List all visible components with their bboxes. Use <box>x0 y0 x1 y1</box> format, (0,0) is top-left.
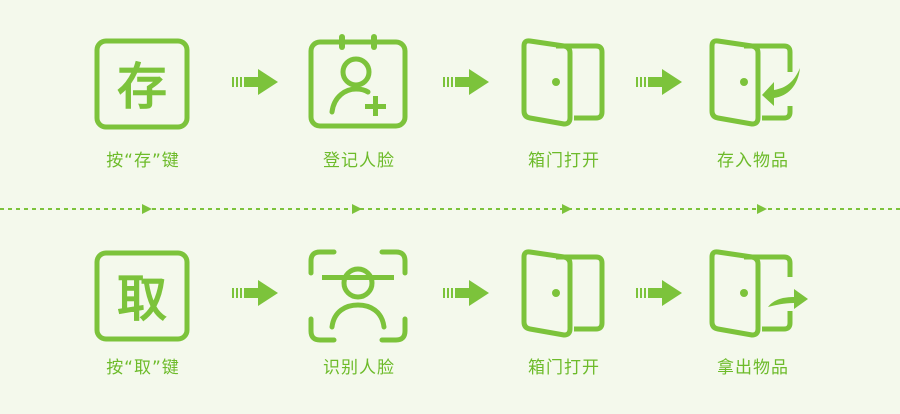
arrow-right-icon <box>232 280 278 306</box>
arrow-right-icon <box>443 69 489 95</box>
arrow-right-icon <box>636 280 682 306</box>
step-caption-press-retrieve: 按“取”键 <box>106 358 180 378</box>
store-key-glyph: 存 <box>117 58 167 116</box>
retrieve-flow: 取 按“取”键 识别人脸 <box>0 215 900 405</box>
arrow-right-icon <box>232 69 278 95</box>
put-item-in-icon <box>708 38 804 130</box>
take-item-out-icon <box>708 249 812 341</box>
locker-door-open-icon <box>520 38 606 130</box>
locker-door-open-icon <box>520 249 606 341</box>
scan-face-icon <box>308 249 408 343</box>
step-caption-press-store: 按“存”键 <box>106 151 180 171</box>
arrow-right-icon <box>443 280 489 306</box>
arrow-right-icon <box>636 69 682 95</box>
step-caption-register-face: 登记人脸 <box>323 151 395 171</box>
flow-divider <box>0 201 900 217</box>
step-caption-recognize-face: 识别人脸 <box>323 358 395 378</box>
retrieve-key-glyph: 取 <box>117 270 167 328</box>
store-flow: 存 按“存”键 登记人脸 <box>0 0 900 190</box>
step-caption-take-item-out: 拿出物品 <box>717 358 789 378</box>
step-caption-put-item-in: 存入物品 <box>717 151 789 171</box>
step-caption-door-opens: 箱门打开 <box>528 151 600 171</box>
retrieve-key-icon: 取 <box>94 250 192 342</box>
register-face-icon <box>308 34 410 130</box>
step-caption-door-opens: 箱门打开 <box>528 358 600 378</box>
store-key-icon: 存 <box>94 38 192 130</box>
